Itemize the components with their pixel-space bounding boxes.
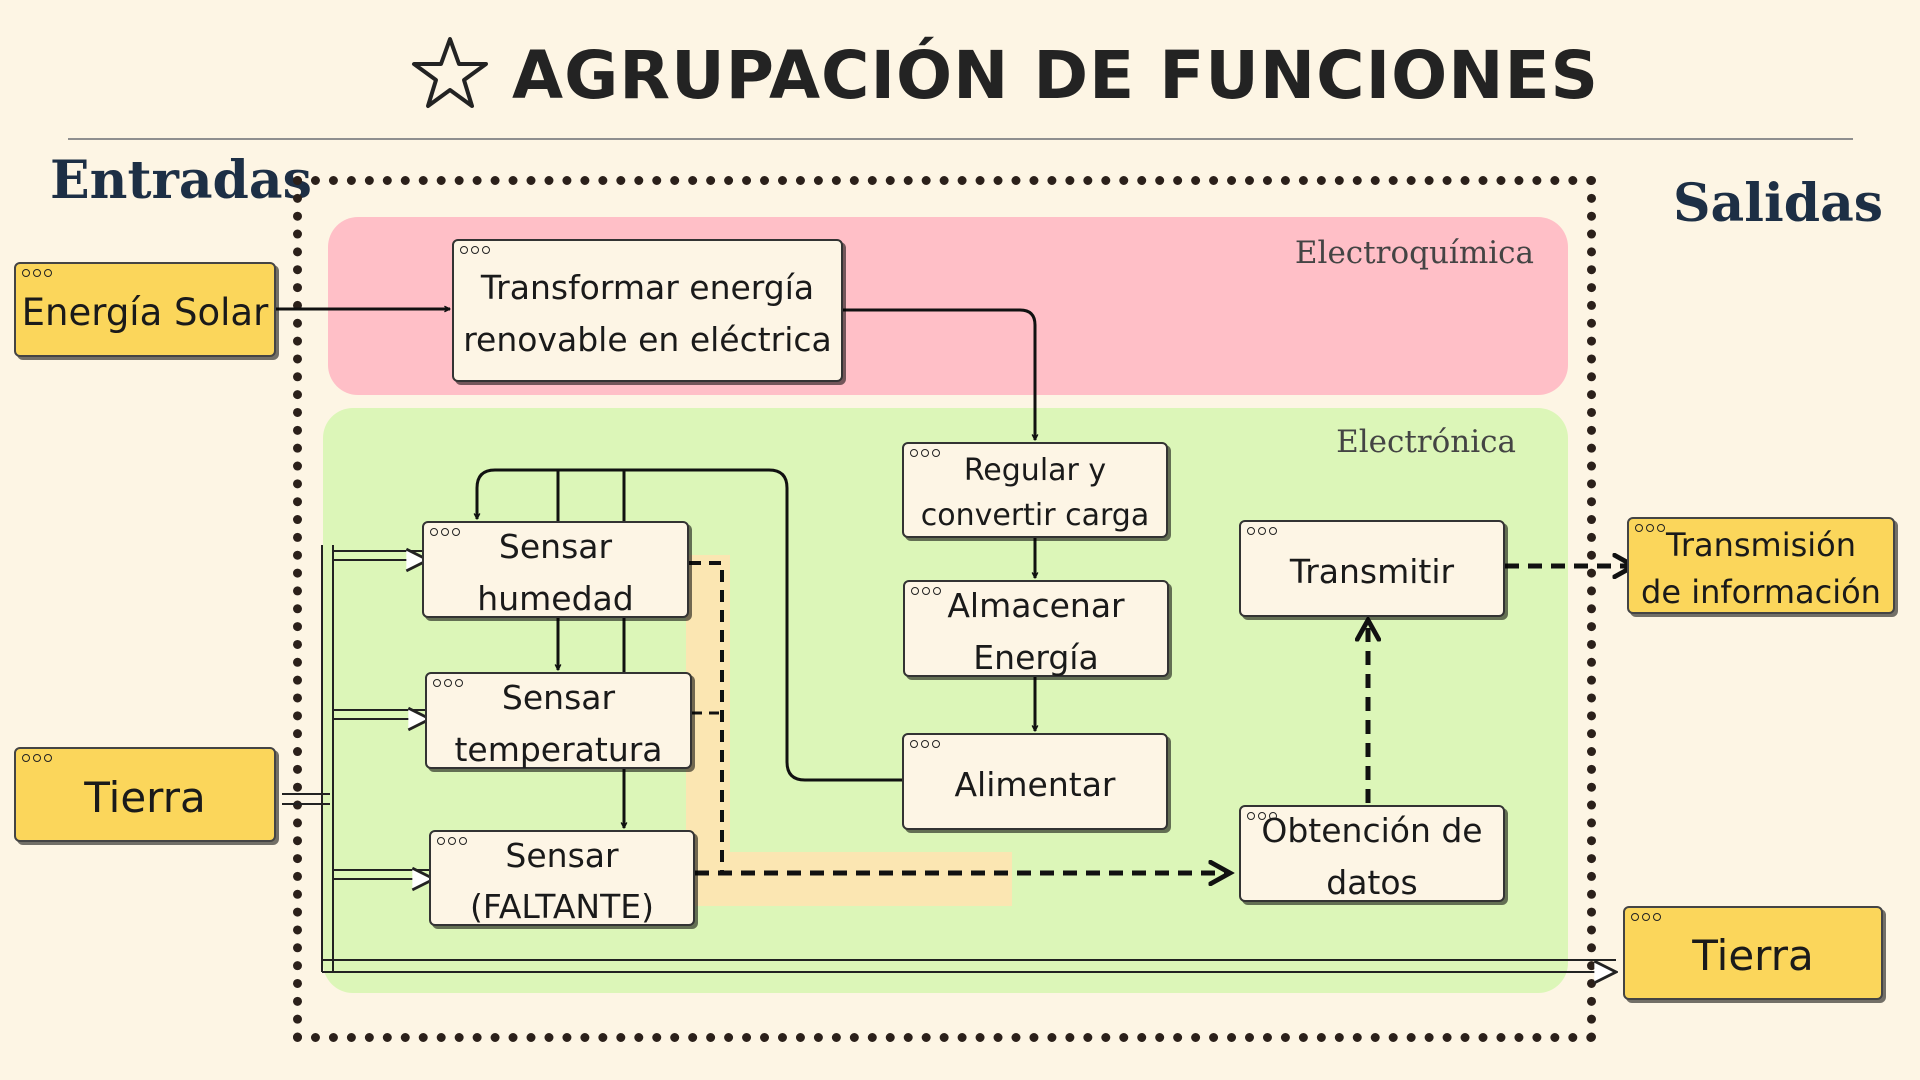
function-humidity-line-1: Sensar xyxy=(498,527,613,567)
system-boundary xyxy=(293,176,1596,1042)
function-missing-line-2: (FALTANTE) xyxy=(470,887,654,926)
function-regulate-line-2: convertir carga xyxy=(920,498,1150,533)
outputs-label: Salidas xyxy=(1673,173,1884,234)
function-transform-line-2: renovable en eléctrica xyxy=(463,319,832,359)
output-info-transmission[interactable]: Transmisión de información xyxy=(1627,517,1895,614)
input-ground-label: Tierra xyxy=(84,772,206,822)
function-sense-missing[interactable]: Sensar (FALTANTE) xyxy=(429,830,695,926)
output-ground-label: Tierra xyxy=(1692,931,1814,981)
window-dots-icon xyxy=(1635,524,1665,532)
window-dots-icon xyxy=(460,246,490,254)
inputs-label: Entradas xyxy=(50,150,312,211)
window-dots-icon xyxy=(437,837,467,845)
output-ground[interactable]: Tierra xyxy=(1623,906,1883,1000)
input-ground[interactable]: Tierra xyxy=(14,747,276,842)
function-temperature-line-2: temperatura xyxy=(454,729,663,769)
window-dots-icon xyxy=(1247,812,1277,820)
function-temperature-line-1: Sensar xyxy=(501,678,616,718)
output-info-line-2: de información xyxy=(1641,572,1881,611)
window-dots-icon xyxy=(22,754,52,762)
input-solar-energy[interactable]: Energía Solar xyxy=(14,262,276,357)
output-info-line-1: Transmisión xyxy=(1665,526,1857,565)
electronic-region-title: Electrónica xyxy=(1336,424,1516,460)
window-dots-icon xyxy=(1247,527,1277,535)
function-humidity-line-2: humedad xyxy=(477,578,634,618)
function-data-line-2: datos xyxy=(1326,862,1418,902)
window-dots-icon xyxy=(910,740,940,748)
page-title: AGRUPACIÓN DE FUNCIONES xyxy=(410,30,1599,120)
function-store-line-2: Energía xyxy=(973,637,1099,677)
window-dots-icon xyxy=(911,587,941,595)
title-divider xyxy=(68,138,1853,140)
function-store-line-1: Almacenar xyxy=(947,586,1125,626)
function-sense-humidity[interactable]: Sensar humedad xyxy=(422,521,689,618)
window-dots-icon xyxy=(430,528,460,536)
input-solar-label: Energía Solar xyxy=(21,290,269,334)
title-text: AGRUPACIÓN DE FUNCIONES xyxy=(512,36,1600,114)
function-regulate-line-1: Regular y xyxy=(963,453,1107,488)
function-obtain-data[interactable]: Obtención de datos xyxy=(1239,805,1505,902)
function-transform-line-1: Transformar energía xyxy=(480,268,815,308)
function-transmit-label: Transmitir xyxy=(1289,551,1455,591)
function-missing-line-1: Sensar xyxy=(505,835,619,875)
function-sense-temperature[interactable]: Sensar temperatura xyxy=(425,672,692,769)
function-transform-energy[interactable]: Transformar energía renovable en eléctri… xyxy=(452,239,843,382)
star-outline-icon xyxy=(410,33,490,117)
window-dots-icon xyxy=(910,449,940,457)
window-dots-icon xyxy=(22,269,52,277)
data-path-highlight xyxy=(686,852,1012,906)
function-transmit[interactable]: Transmitir xyxy=(1239,520,1505,617)
function-data-line-1: Obtención de xyxy=(1261,811,1483,851)
function-power-label: Alimentar xyxy=(954,764,1116,804)
function-power[interactable]: Alimentar xyxy=(902,733,1168,830)
electrochemical-region-title: Electroquímica xyxy=(1294,235,1534,271)
function-regulate-charge[interactable]: Regular y convertir carga xyxy=(902,442,1168,538)
window-dots-icon xyxy=(1631,913,1661,921)
function-store-energy[interactable]: Almacenar Energía xyxy=(903,580,1169,677)
window-dots-icon xyxy=(433,679,463,687)
